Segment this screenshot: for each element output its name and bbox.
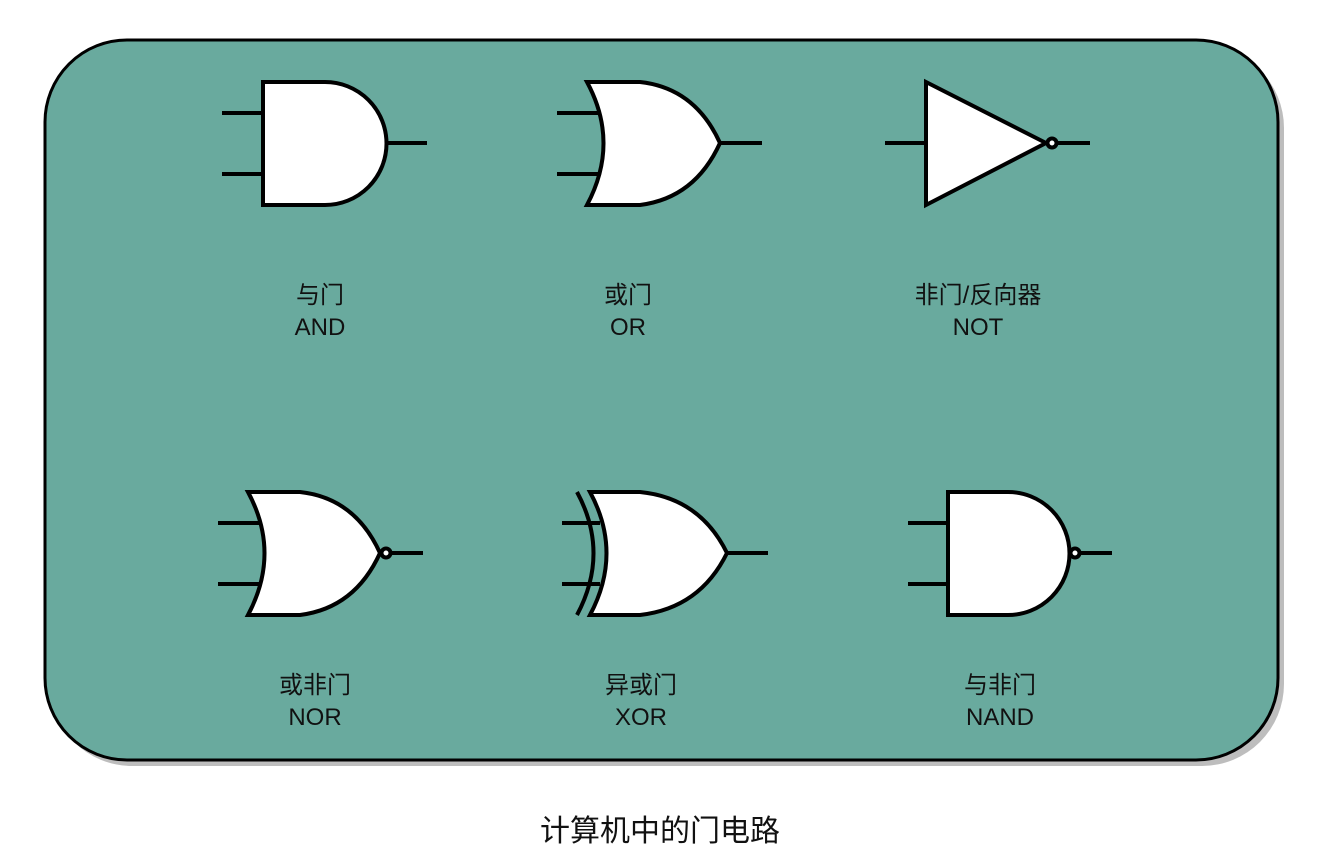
or-gate-icon bbox=[557, 80, 762, 207]
xor-gate-icon bbox=[562, 490, 768, 617]
nand-gate-icon bbox=[908, 490, 1112, 617]
and-label-en: AND bbox=[295, 314, 346, 341]
diagram-caption: 计算机中的门电路 bbox=[540, 815, 780, 848]
not-gate-icon bbox=[885, 78, 1090, 209]
xor-label-en: XOR bbox=[615, 704, 667, 731]
and-label-cn: 与门 bbox=[296, 282, 344, 309]
nand-label-en: NAND bbox=[966, 704, 1034, 731]
nor-label-cn: 或非门 bbox=[279, 672, 351, 699]
nand-label-cn: 与非门 bbox=[964, 672, 1036, 699]
nor-gate-icon bbox=[218, 490, 423, 617]
nor-label-en: NOR bbox=[288, 704, 341, 731]
xor-label-cn: 异或门 bbox=[605, 672, 677, 699]
and-gate-icon bbox=[222, 80, 427, 207]
not-label-en: NOT bbox=[953, 314, 1004, 341]
not-label-cn: 非门/反向器 bbox=[915, 282, 1042, 309]
or-label-cn: 或门 bbox=[604, 282, 652, 309]
or-label-en: OR bbox=[610, 314, 646, 341]
